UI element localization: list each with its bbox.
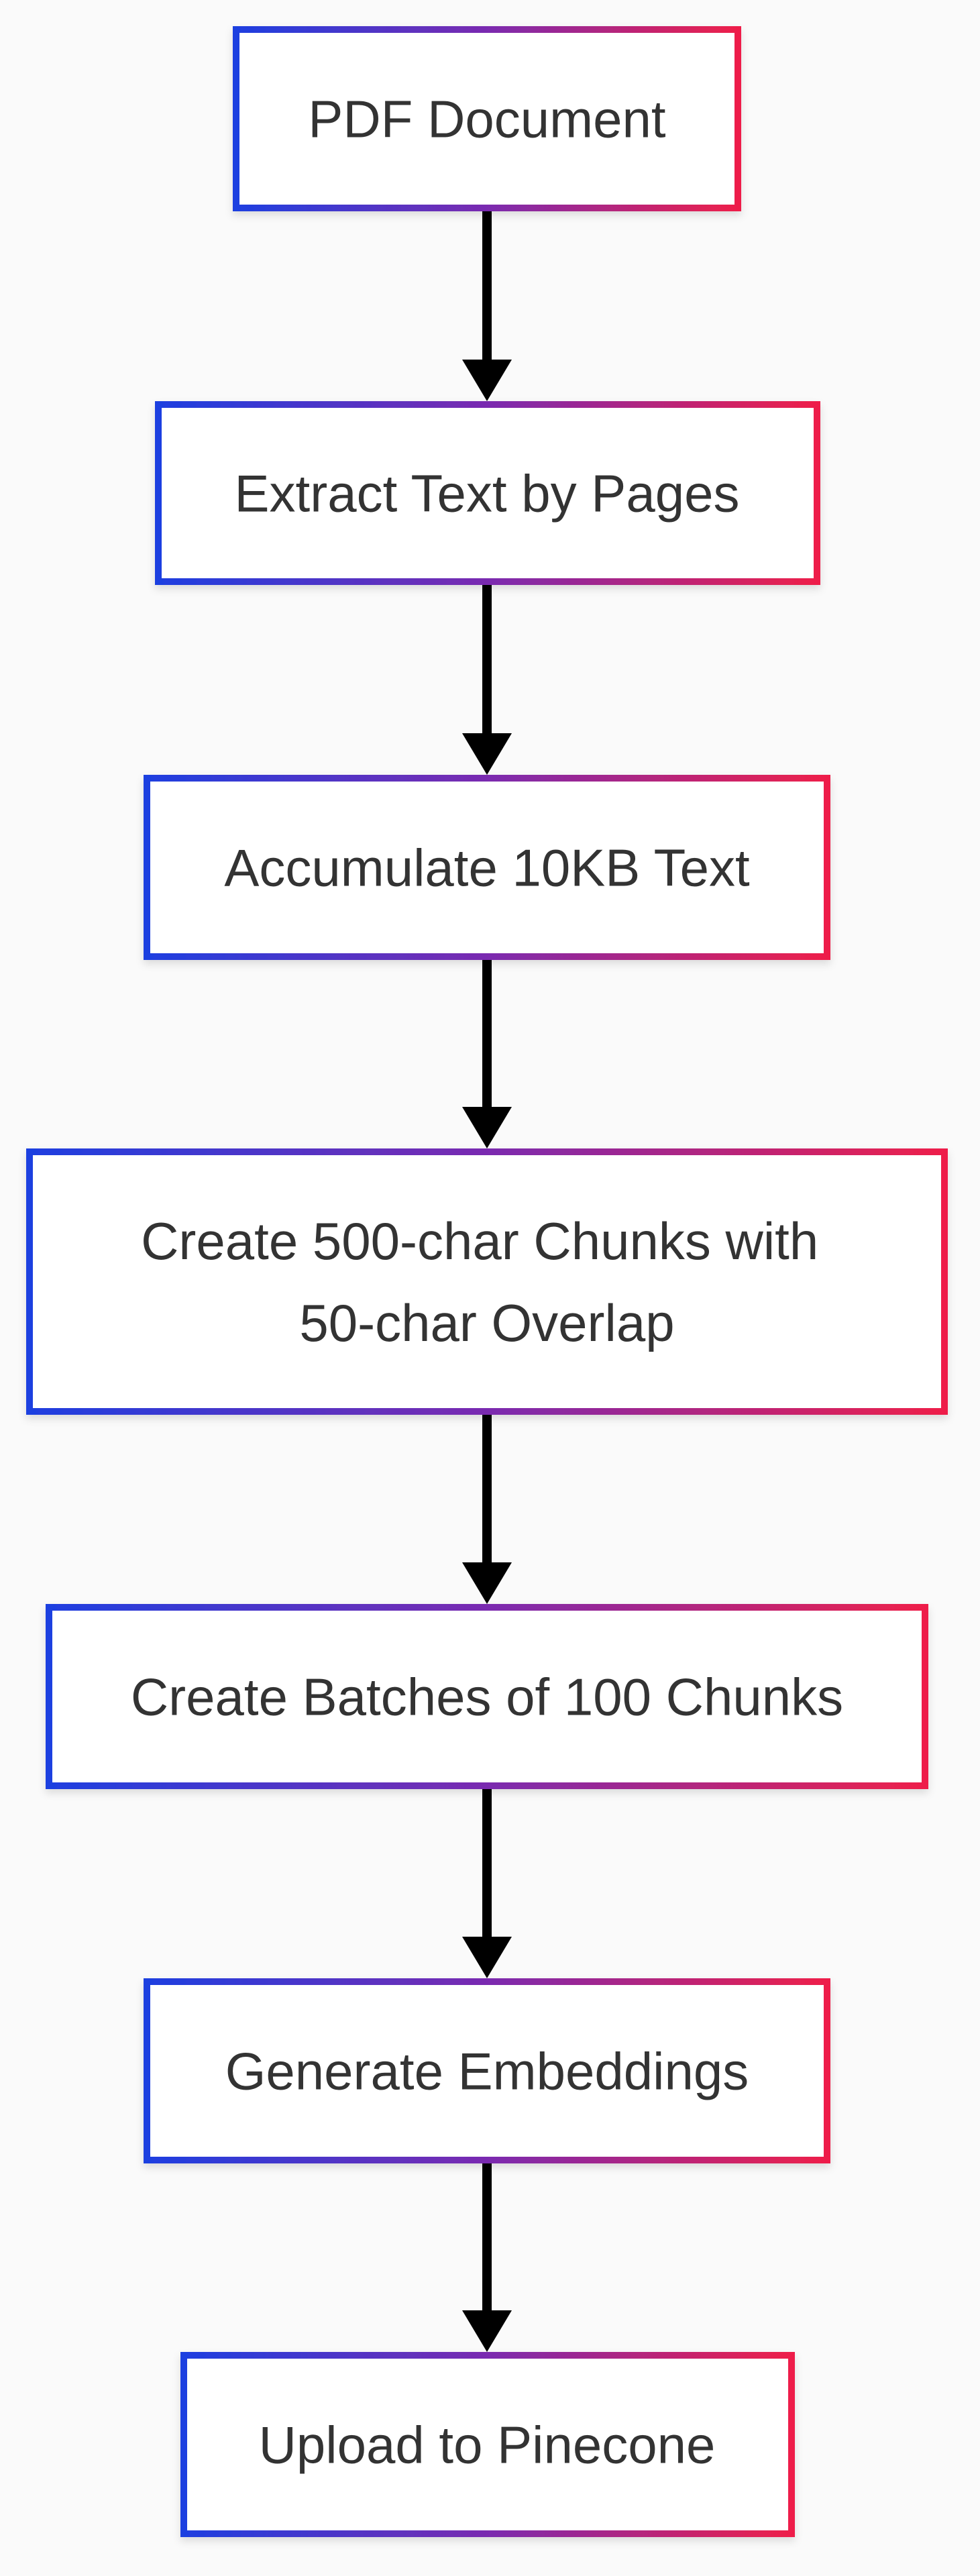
svg-text:Extract Text by Pages: Extract Text by Pages: [235, 464, 740, 523]
edge-create-chunks-to-create-batches: [462, 1415, 512, 1604]
edge-pdf-document-to-extract-text: [462, 211, 512, 401]
node-label: PDF Document: [308, 89, 665, 148]
arrowhead-icon: [462, 360, 512, 401]
node-label-line-1: Create 500-char Chunks with: [141, 1212, 818, 1271]
arrowhead-icon: [462, 1937, 512, 1978]
node-pdf-document: PDF Document: [233, 26, 741, 211]
svg-text:Create 500-char Chunks with: Create 500-char Chunks with 50-char Over…: [141, 1212, 833, 1352]
arrowhead-icon: [462, 733, 512, 775]
node-box: [46, 1604, 928, 1789]
arrowhead-icon: [462, 1107, 512, 1148]
edge-extract-text-to-accumulate-text: [462, 585, 512, 775]
svg-text:Upload to Pinecone: Upload to Pinecone: [259, 2415, 716, 2474]
svg-text:Generate Embeddings: Generate Embeddings: [225, 2041, 749, 2100]
edge-create-batches-to-generate-embeddings: [462, 1789, 512, 1978]
svg-text:Create Batches of 100 Chunks: Create Batches of 100 Chunks: [131, 1667, 843, 1726]
arrowhead-icon: [462, 1562, 512, 1604]
node-label-line-2: 50-char Overlap: [299, 1293, 674, 1352]
edge-accumulate-text-to-create-chunks: [462, 960, 512, 1148]
node-generate-embeddings: Generate Embeddings: [144, 1978, 830, 2163]
node-box: [155, 401, 820, 585]
node-box: [144, 1978, 830, 2163]
node-label: Create Batches of 100 Chunks: [131, 1667, 843, 1726]
node-create-chunks: Create 500-char Chunks with 50-char Over…: [26, 1148, 948, 1415]
node-upload-pinecone: Upload to Pinecone: [180, 2352, 795, 2537]
node-box: [26, 1148, 948, 1415]
node-box: [144, 775, 830, 960]
node-box: [180, 2352, 795, 2537]
node-box: [233, 26, 741, 211]
edge-group: [462, 211, 512, 2352]
svg-text:Accumulate 10KB Text: Accumulate 10KB Text: [224, 838, 750, 897]
node-label: Extract Text by Pages: [235, 464, 740, 523]
arrowhead-icon: [462, 2310, 512, 2352]
svg-text:PDF Document: PDF Document: [308, 89, 665, 148]
node-label: Upload to Pinecone: [259, 2415, 716, 2474]
edge-generate-embeddings-to-upload-pinecone: [462, 2163, 512, 2352]
node-extract-text: Extract Text by Pages: [155, 401, 820, 585]
node-label: Accumulate 10KB Text: [224, 838, 750, 897]
node-label: Generate Embeddings: [225, 2041, 749, 2100]
node-create-batches: Create Batches of 100 Chunks: [46, 1604, 928, 1789]
node-accumulate-text: Accumulate 10KB Text: [144, 775, 830, 960]
